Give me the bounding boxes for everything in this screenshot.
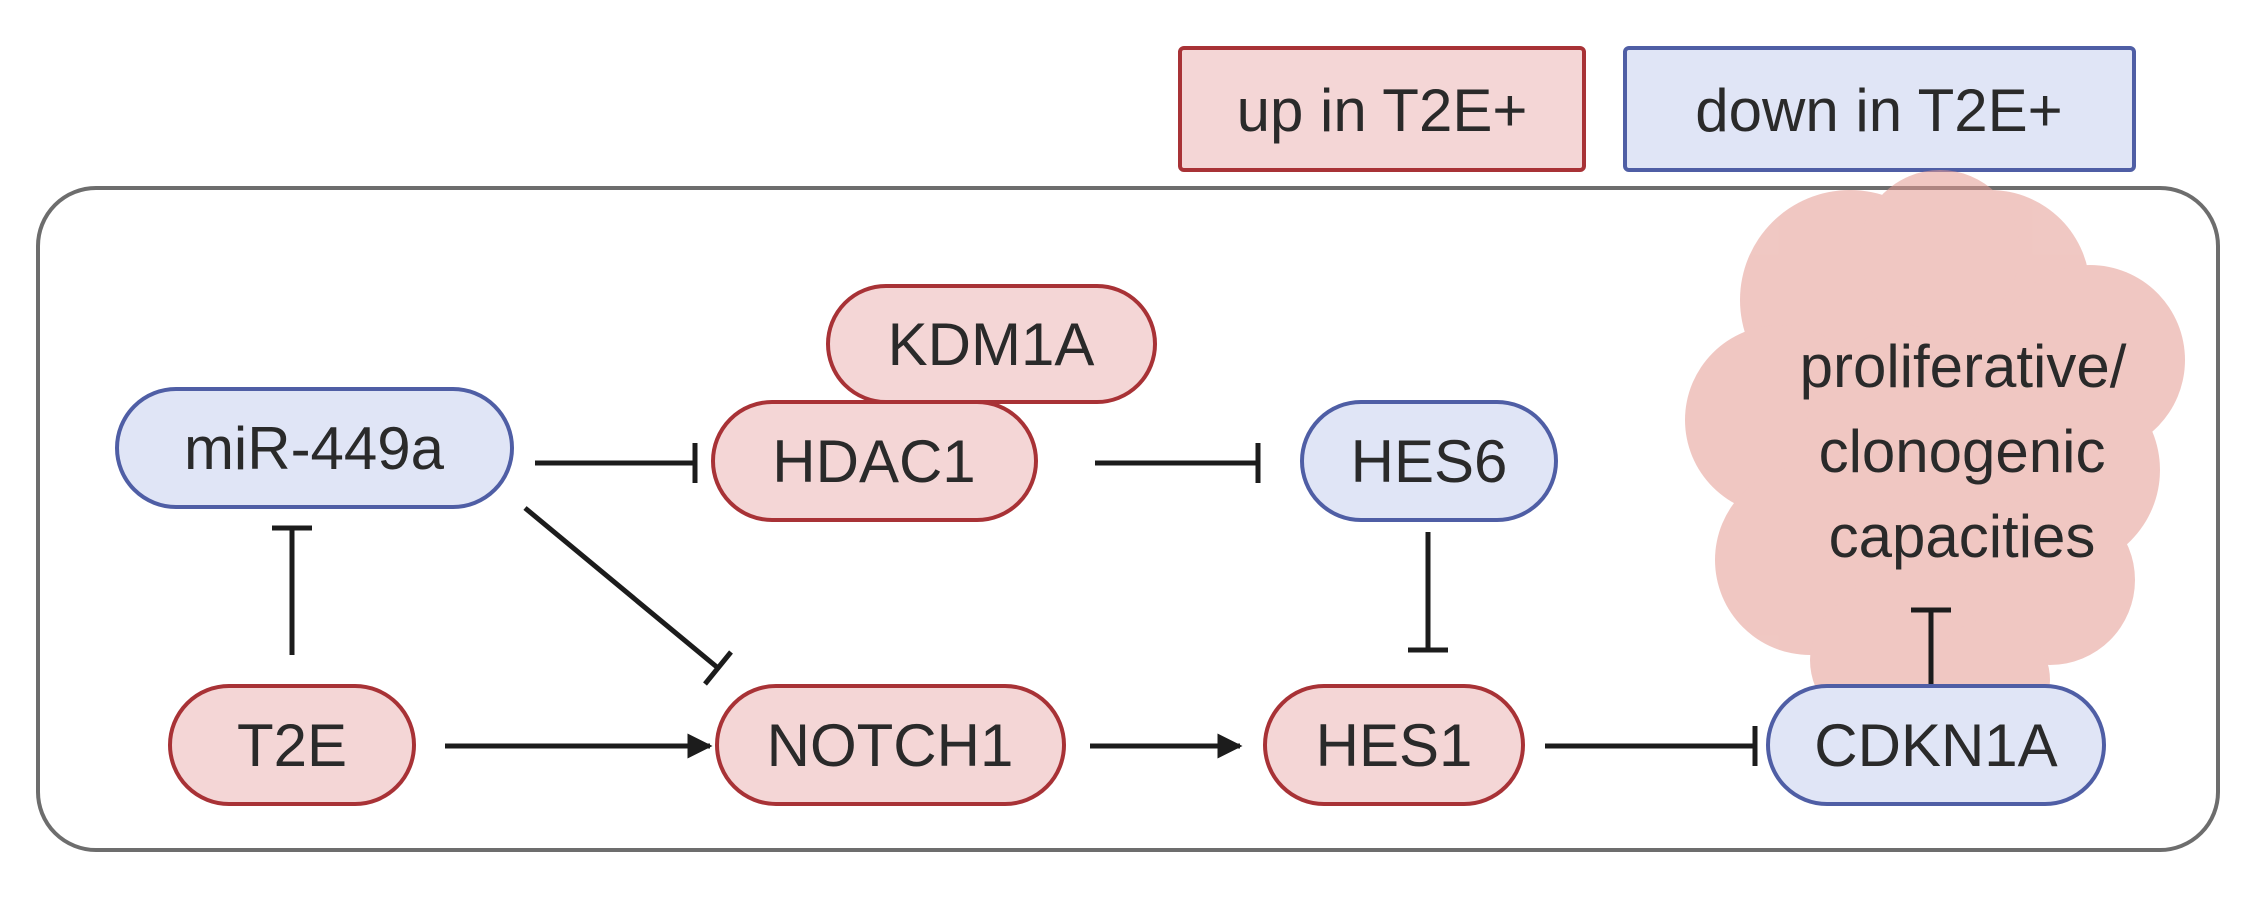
legend-up-label: up in T2E+ (1237, 77, 1528, 144)
edge-cdkn1a-phenotype (1911, 607, 1951, 690)
phenotype-label: proliferative/ clonogenic capacities (1800, 333, 2127, 570)
edge-hdac1-hes6 (1095, 443, 1261, 483)
pathway-frame (36, 186, 2220, 852)
node-cdkn1a: CDKN1A (1766, 684, 2106, 806)
legend-up-box (1178, 46, 1586, 172)
node-notch1: NOTCH1 (715, 684, 1066, 806)
edge-mir449a-hdac1 (535, 443, 698, 483)
edge-t2e-mir449a (272, 525, 312, 655)
node-t2e: T2E (168, 684, 416, 806)
nodes: miR-449a KDM1A HDAC1 HES6 T2E NOTCH1 (115, 284, 2106, 806)
node-hes1: HES1 (1263, 684, 1525, 806)
svg-text:NOTCH1: NOTCH1 (767, 712, 1014, 779)
svg-text:miR-449a: miR-449a (184, 415, 445, 482)
phenotype-line-3: capacities (1829, 503, 2096, 570)
svg-text:KDM1A: KDM1A (888, 311, 1095, 378)
legend: up in T2E+ down in T2E+ (1178, 46, 2136, 172)
svg-text:CDKN1A: CDKN1A (1814, 712, 2057, 779)
node-kdm1a: KDM1A (826, 284, 1157, 404)
svg-text:HDAC1: HDAC1 (772, 428, 975, 495)
node-hdac1: HDAC1 (711, 400, 1038, 522)
legend-down-label: down in T2E+ (1695, 77, 2062, 144)
svg-text:HES1: HES1 (1316, 712, 1473, 779)
node-hes6: HES6 (1300, 400, 1558, 522)
edge-hes6-hes1 (1408, 532, 1448, 653)
node-mir449a: miR-449a (115, 387, 514, 509)
cell-cluster-icon (1685, 170, 2185, 740)
phenotype-line-1: proliferative/ (1800, 333, 2127, 400)
svg-text:T2E: T2E (237, 712, 347, 779)
edge-hes1-cdkn1a (1545, 726, 1758, 766)
legend-down-box (1623, 46, 2136, 172)
edge-mir449a-notch1 (523, 506, 733, 686)
phenotype-line-2: clonogenic (1819, 418, 2106, 485)
svg-text:HES6: HES6 (1351, 428, 1508, 495)
edges (272, 443, 1951, 766)
